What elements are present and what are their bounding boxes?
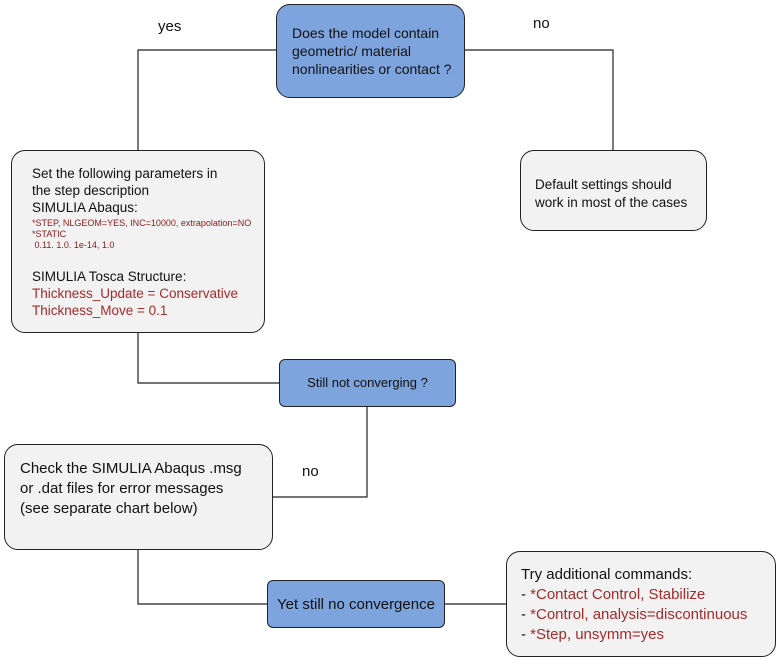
connector-set-to-q2 — [137, 333, 279, 384]
connector-q1-no — [465, 49, 614, 150]
connector-q1-yes — [137, 49, 276, 150]
additional-commands-title: Try additional commands: — [521, 566, 693, 583]
decision-nonlinearities-text: Does the model contain geometric/ materi… — [292, 25, 452, 77]
tosca-section: SIMULIA Tosca Structure: Thickness_Updat… — [32, 268, 264, 319]
tosca-thickness-move: Thickness_Move = 0.1 — [32, 303, 168, 318]
additional-commands-list: Try additional commands: - *Contact Cont… — [521, 565, 775, 645]
tosca-thickness-update: Thickness_Update = Conservative — [32, 286, 238, 301]
connector-check-to-q3 — [137, 550, 267, 605]
default-settings-text: Default settings should work in most of … — [535, 177, 688, 210]
edge-label-yes: yes — [158, 18, 182, 35]
decision-still-not-converging: Still not converging ? — [279, 359, 456, 407]
connector-q2-no — [273, 407, 368, 498]
box-check-files: Check the SIMULIA Abaqus .msg or .dat fi… — [4, 444, 273, 550]
set-parameters-intro: Set the following parameters in the step… — [32, 165, 264, 216]
check-files-text: Check the SIMULIA Abaqus .msg or .dat fi… — [20, 460, 242, 517]
tosca-title: SIMULIA Tosca Structure: — [32, 269, 187, 284]
abaqus-title: SIMULIA Abaqus: — [32, 200, 138, 215]
edge-label-no-top: no — [533, 15, 550, 32]
command-item: - *Control, analysis=discontinuous — [521, 606, 748, 623]
decision-yet-still-no-convergence: Yet still no convergence — [267, 580, 445, 628]
abaqus-commands: *STEP, NLGEOM=YES, INC=10000, extrapolat… — [32, 218, 252, 250]
box-default-settings: Default settings should work in most of … — [520, 150, 707, 231]
command-item: - *Contact Control, Stabilize — [521, 586, 706, 603]
edge-label-no-mid: no — [302, 463, 319, 480]
command-item: - *Step, unsymm=yes — [521, 626, 664, 643]
decision-nonlinearities: Does the model contain geometric/ materi… — [276, 4, 465, 98]
box-set-parameters: Set the following parameters in the step… — [11, 150, 265, 333]
box-additional-commands: Try additional commands: - *Contact Cont… — [506, 551, 776, 657]
